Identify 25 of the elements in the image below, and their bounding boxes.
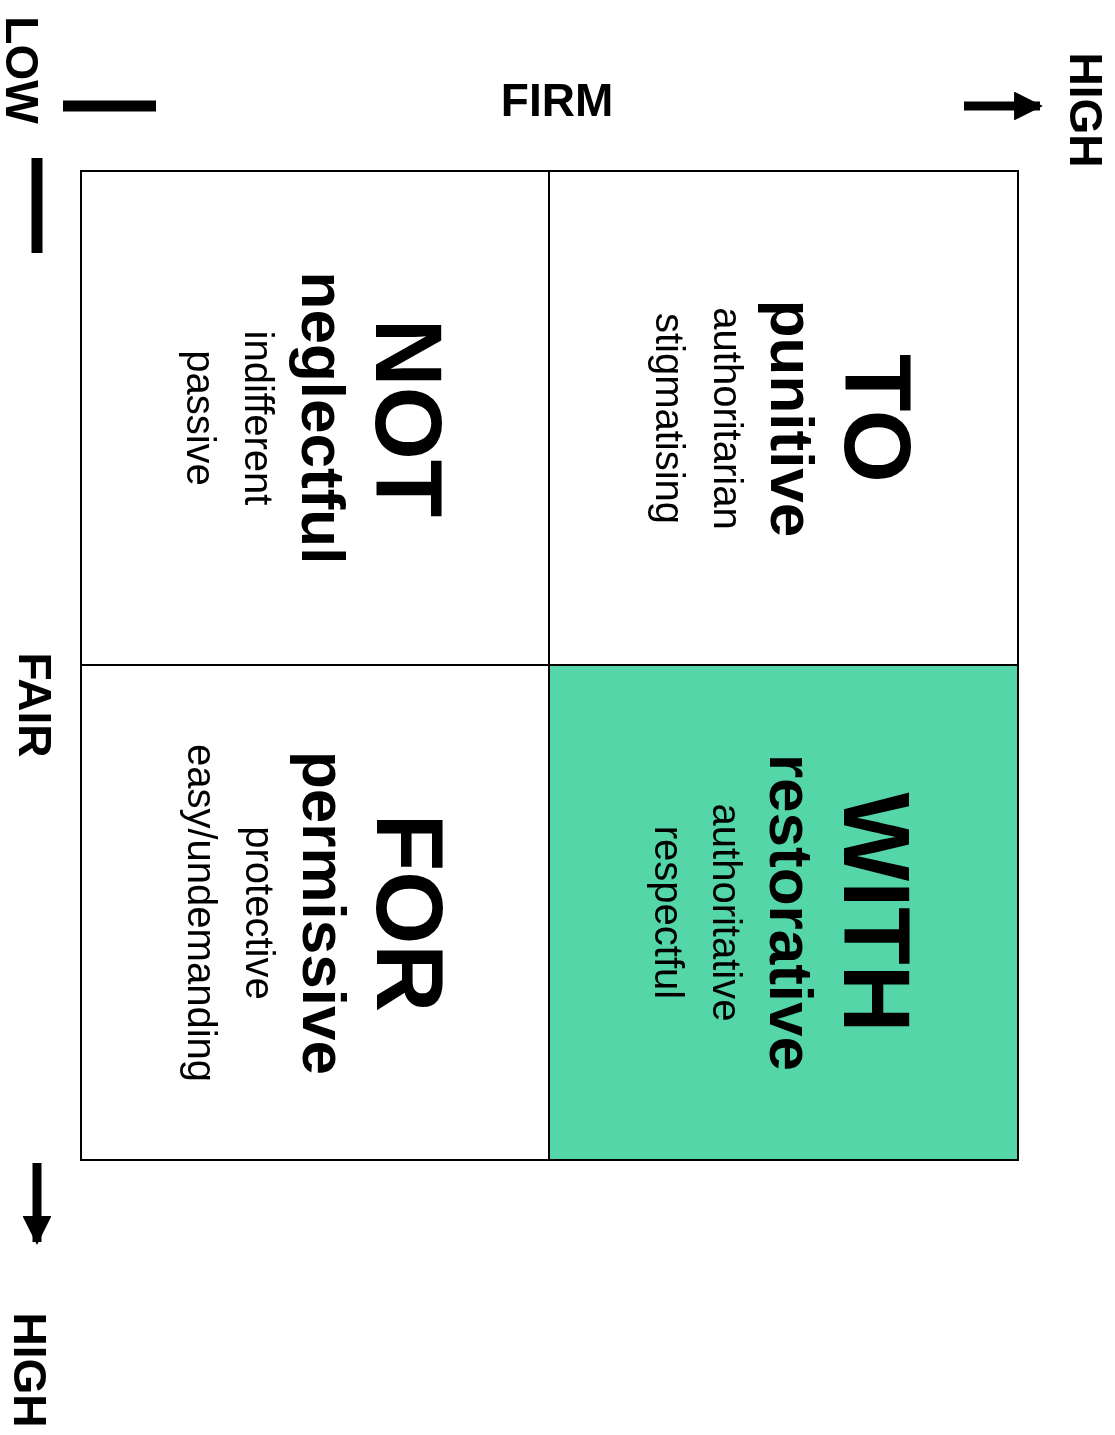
quadrant-descriptor: passive: [178, 350, 224, 486]
quadrant-descriptor: protective: [236, 825, 282, 1000]
quadrant-title: WITH: [826, 792, 927, 1033]
quadrant-subtitle: punitive: [756, 299, 827, 537]
quadrant-descriptor: authoritative: [704, 803, 751, 1022]
quadrant-descriptor: indifferent: [236, 330, 282, 506]
axis-end-label: HIGH: [1059, 52, 1113, 168]
axis-title: FIRM: [500, 73, 614, 127]
axis-end-label: HIGH: [3, 1312, 57, 1428]
quadrant-box: [80, 170, 550, 666]
quadrant-title: TO: [826, 353, 927, 483]
quadrant-box: [548, 664, 1019, 1161]
axis-end-label: LOW: [0, 16, 49, 124]
quadrant-descriptor: stigmatising: [646, 312, 693, 524]
quadrant-box: [80, 664, 550, 1161]
quadrant-descriptor: easy/undemanding: [178, 743, 224, 1082]
quadrant-descriptor: authoritarian: [704, 306, 751, 530]
axis-title: FAIR: [8, 652, 62, 758]
quadrant-subtitle: permissive: [288, 750, 358, 1075]
quadrant-title: FOR: [358, 813, 458, 1012]
quadrant-subtitle: neglectful: [288, 271, 358, 565]
quadrant-box: [548, 170, 1019, 666]
quadrant-descriptor: respectful: [646, 825, 693, 1000]
quadrant-title: NOT: [358, 318, 458, 518]
quadrant-subtitle: restorative: [756, 753, 827, 1072]
